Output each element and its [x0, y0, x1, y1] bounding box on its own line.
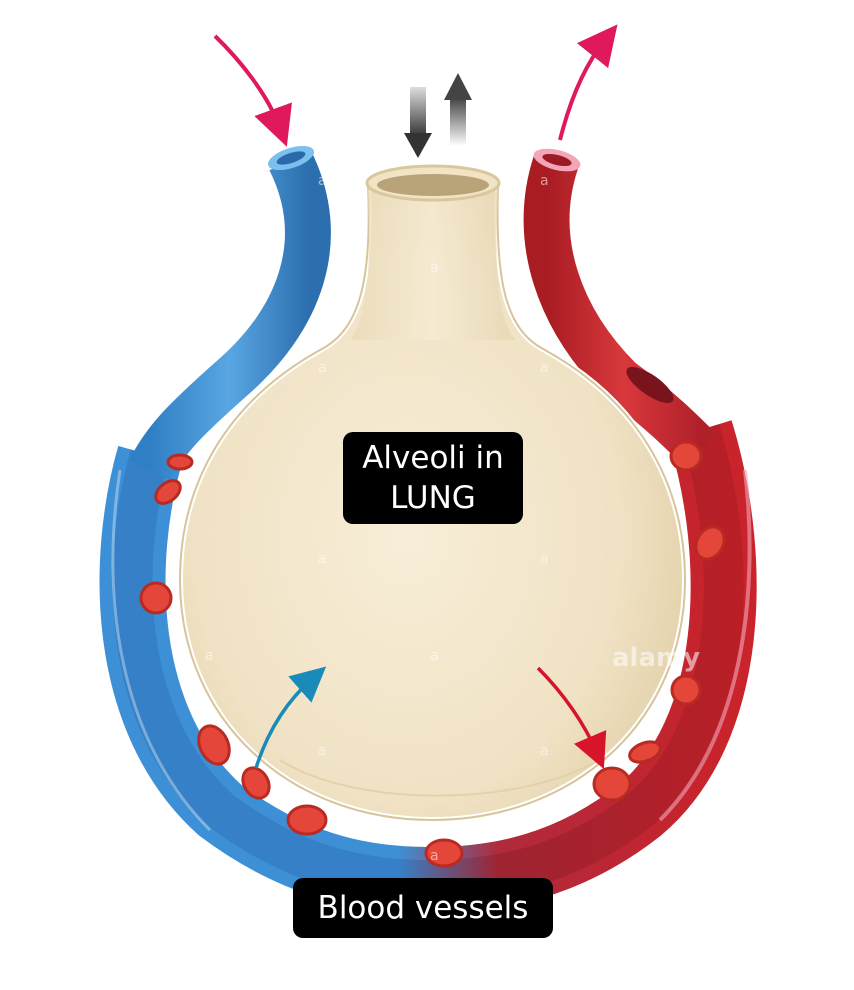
svg-text:a: a [430, 848, 439, 864]
svg-text:a: a [540, 173, 549, 189]
red-blood-cell [166, 453, 194, 471]
red-blood-cell [139, 581, 173, 615]
alveoli-label-line1: Alveoli in [362, 440, 504, 476]
red-blood-cell [670, 674, 702, 706]
red-blood-cell [694, 525, 726, 561]
red-blood-cell [669, 440, 703, 472]
red-blood-cell [592, 766, 632, 802]
watermark-text: alamy [612, 643, 700, 673]
air-in-arrow-icon [404, 87, 432, 158]
svg-text:a: a [430, 648, 439, 664]
svg-text:a: a [540, 551, 549, 567]
watermark: a a a a a a a a a a a a alamy [205, 173, 700, 864]
alveoli-label-line2: LUNG [390, 480, 476, 516]
blood-out-arrow-icon [558, 24, 618, 141]
svg-text:a: a [205, 648, 214, 664]
svg-text:a: a [540, 743, 549, 759]
red-blood-vessel [523, 148, 717, 467]
red-blood-cell [628, 740, 662, 764]
co2-arrow-icon [254, 666, 327, 769]
o2-arrow-icon [536, 666, 607, 770]
air-out-arrow-icon [444, 73, 472, 146]
blood-vessels-label: Blood vessels [293, 878, 553, 938]
svg-text:a: a [540, 360, 549, 376]
blood-in-arrow-icon [213, 34, 292, 147]
red-blood-cell [286, 804, 328, 836]
svg-text:a: a [318, 743, 327, 759]
blue-blood-vessel [129, 145, 331, 481]
red-blood-cell [424, 838, 464, 868]
red-blood-cell [241, 766, 271, 800]
svg-text:a: a [430, 260, 439, 276]
svg-text:a: a [318, 551, 327, 567]
red-blood-cells [139, 440, 726, 868]
red-blood-cell [154, 479, 182, 505]
red-blood-cell [197, 724, 231, 766]
svg-text:a: a [318, 360, 327, 376]
alveoli-label: Alveoli in LUNG [343, 432, 523, 524]
svg-text:a: a [318, 173, 327, 189]
